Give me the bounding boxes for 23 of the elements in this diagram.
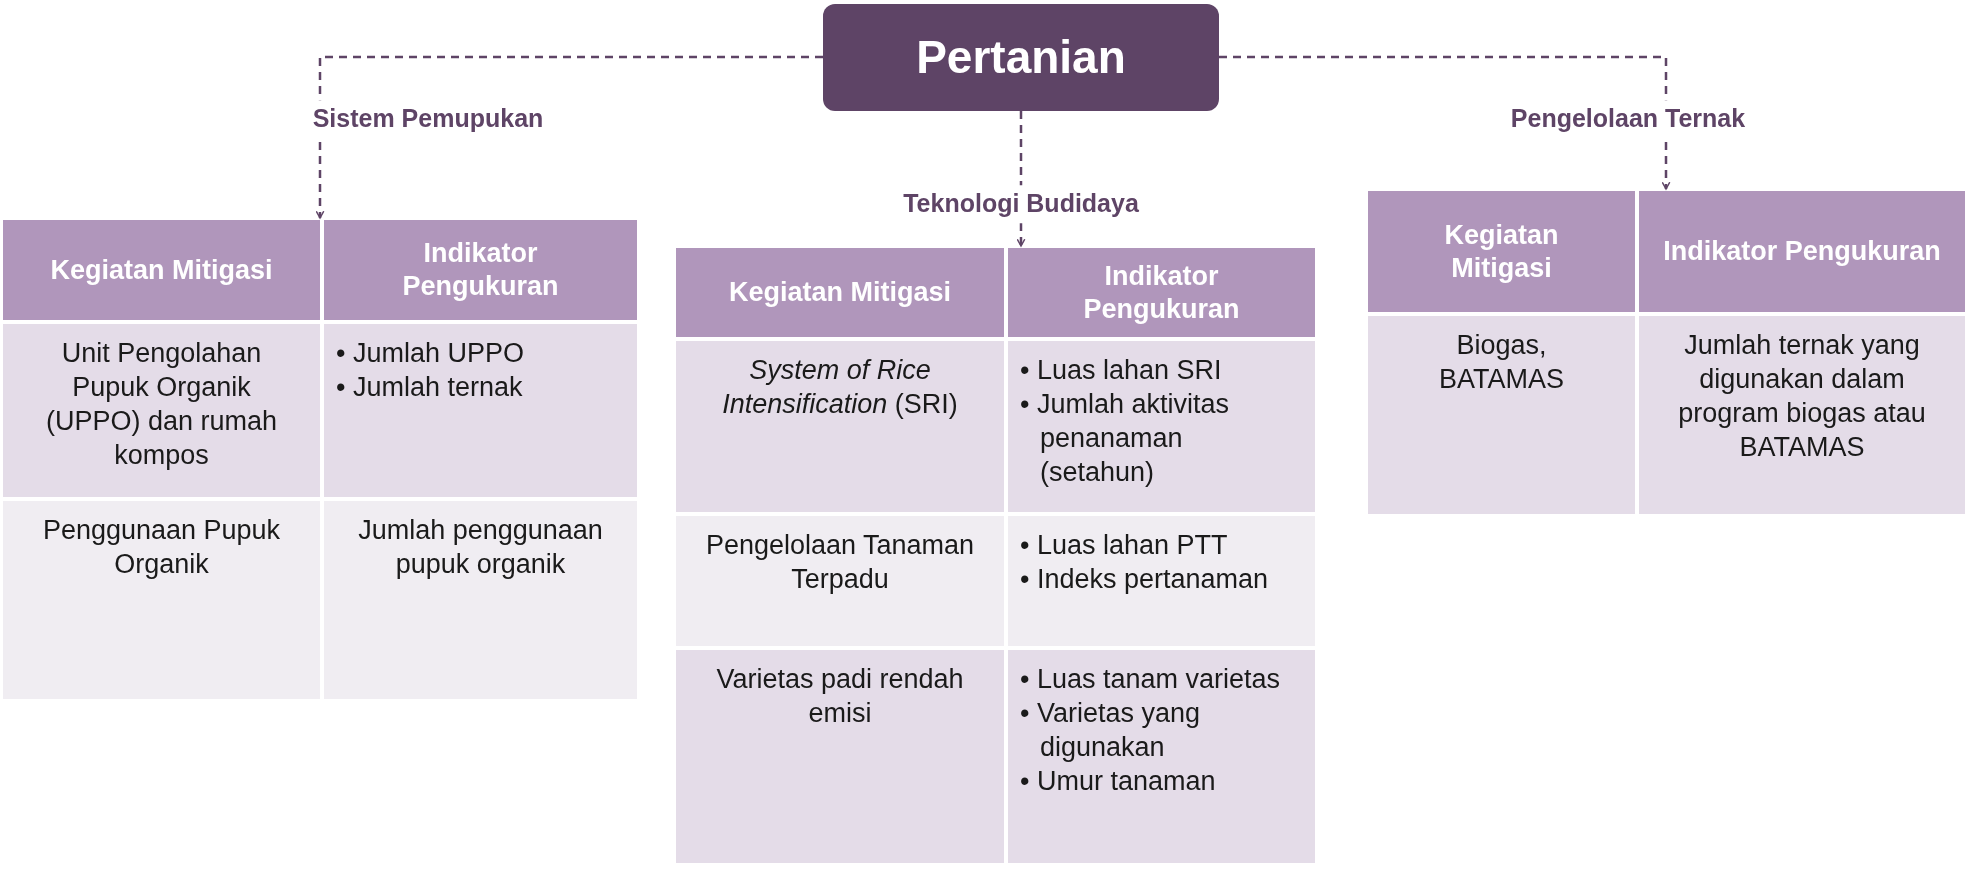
- table-cell: • Luas lahan PTT • Indeks pertanaman: [1008, 516, 1315, 646]
- table-cell: System of Rice Intensification (SRI): [676, 341, 1004, 512]
- header-cell: Indikator Pengukuran: [1008, 248, 1315, 337]
- table-cell: Penggunaan Pupuk Organik: [3, 501, 320, 699]
- table-cell: Pengelolaan Tanaman Terpadu: [676, 516, 1004, 646]
- table-cell: Unit Pengolahan Pupuk Organik (UPPO) dan rumah kompos: [3, 324, 320, 497]
- header-cell: Indikator Pengukuran: [1639, 191, 1965, 312]
- header-cell: Kegiatan Mitigasi: [3, 220, 320, 320]
- header-cell: Indikator Pengukuran: [324, 220, 637, 320]
- header-cell: Kegiatan Mitigasi: [1368, 191, 1635, 312]
- dashed-arrow: [1219, 55, 1671, 190]
- table-cell: Jumlah ternak yang digunakan dalam program biogas atau BATAMAS: [1639, 316, 1965, 514]
- table-cell: • Jumlah UPPO • Jumlah ternak: [324, 324, 637, 497]
- table-cell: Biogas, BATAMAS: [1368, 316, 1635, 514]
- table-cell: • Luas tanam varietas • Varietas yang digunakan • Umur tanaman: [1008, 650, 1315, 863]
- table-cell: Jumlah penggunaan pupuk organik: [324, 501, 637, 699]
- header-cell: Kegiatan Mitigasi: [676, 248, 1004, 337]
- title-box: Pertanian: [823, 4, 1219, 111]
- table: [3, 220, 637, 699]
- table-cell: Varietas padi rendah emisi: [676, 650, 1004, 863]
- table: [676, 248, 1315, 863]
- table-cell: • Luas lahan SRI • Jumlah aktivitas penanaman (setahun): [1008, 341, 1315, 512]
- dashed-arrow: [315, 55, 823, 219]
